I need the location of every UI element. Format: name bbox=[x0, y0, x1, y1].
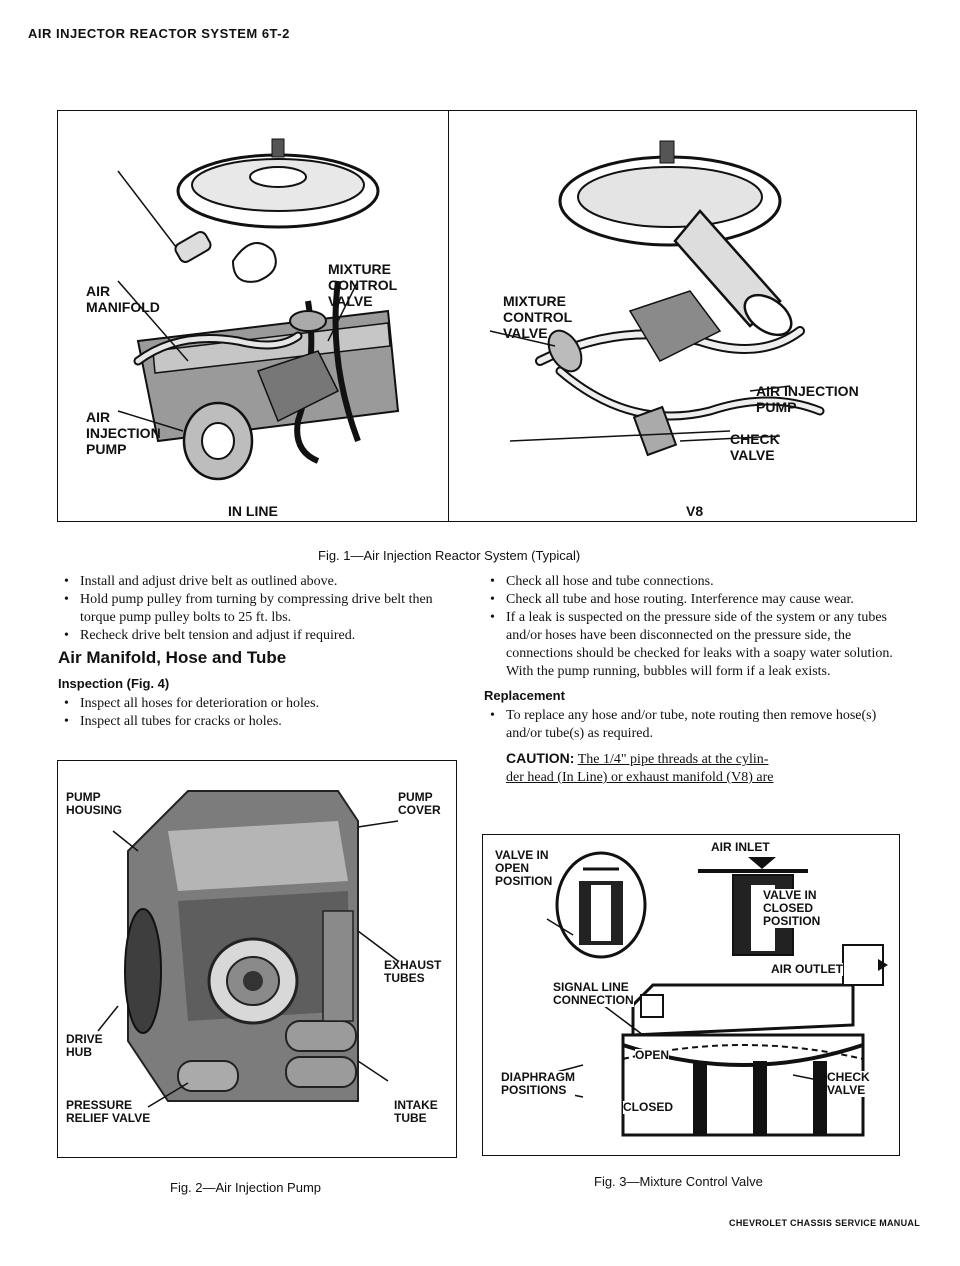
label-v8-air-injection-pump: AIR INJECTION PUMP bbox=[756, 383, 859, 415]
left-bullet-3: Recheck drive belt tension and adjust if… bbox=[58, 627, 456, 645]
label-valve-in-closed: VALVE IN CLOSED POSITION bbox=[763, 888, 821, 928]
caution-text-line-1: The 1/4" pipe threads at the cylin- bbox=[577, 752, 769, 767]
label-diaphragm-positions: DIAPHRAGM POSITIONS bbox=[501, 1070, 575, 1097]
subheading-replacement: Replacement bbox=[484, 688, 565, 703]
label-signal-line: SIGNAL LINE CONNECTION bbox=[553, 980, 634, 1007]
figure-1-divider bbox=[448, 111, 449, 521]
left-bullet-1: Install and adjust drive belt as outline… bbox=[58, 573, 456, 591]
figure-2-caption: Fig. 2—Air Injection Pump bbox=[170, 1180, 322, 1195]
label-valve-in-open: VALVE IN OPEN POSITION bbox=[495, 848, 553, 888]
footer-publisher: CHEVROLET CHASSIS SERVICE MANUAL bbox=[729, 1218, 920, 1228]
figure-1-frame: AIR MANIFOLD MIXTURE CONTROL VALVE AIR I… bbox=[57, 110, 917, 522]
label-pump-housing: PUMP HOUSING bbox=[66, 790, 123, 817]
label-air-outlet: AIR OUTLET bbox=[771, 962, 843, 976]
running-header: AIR INJECTOR REACTOR SYSTEM 6T-2 bbox=[28, 26, 290, 41]
label-pump-cover: PUMP COVER bbox=[398, 790, 441, 817]
inspection-bullet-1: Inspect all hoses for deterioration or h… bbox=[58, 695, 456, 713]
right-bullet-2: Check all tube and hose routing. Interfe… bbox=[484, 591, 898, 609]
label-inline-air-manifold: AIR MANIFOLD bbox=[86, 283, 160, 315]
label-v8-check-valve: CHECK VALVE bbox=[730, 431, 780, 463]
right-column: Check all hose and tube connections. Che… bbox=[484, 573, 898, 787]
figure-3-frame: VALVE IN OPEN POSITION AIR INLET VALVE I… bbox=[482, 834, 900, 1156]
label-closed: CLOSED bbox=[623, 1100, 674, 1114]
caution-label: CAUTION: bbox=[506, 750, 575, 766]
label-v8-mixture-control-valve: MIXTURE CONTROL VALVE bbox=[503, 293, 573, 341]
section-heading-air-manifold: Air Manifold, Hose and Tube bbox=[58, 648, 287, 667]
label-check-valve: CHECK VALVE bbox=[827, 1070, 870, 1097]
replacement-bullet-1: To replace any hose and/or tube, note ro… bbox=[484, 707, 898, 743]
figure-1-caption: Fig. 1—Air Injection Reactor System (Typ… bbox=[318, 548, 581, 563]
inline-engine-illustration bbox=[117, 138, 400, 481]
left-column: Install and adjust drive belt as outline… bbox=[58, 573, 456, 731]
inspection-bullet-2: Inspect all tubes for cracks or holes. bbox=[58, 713, 456, 731]
left-bullet-2: Hold pump pulley from turning by compres… bbox=[58, 591, 456, 627]
mixture-control-valve-diagram bbox=[546, 851, 888, 1137]
panel-label-inline: IN LINE bbox=[228, 503, 278, 519]
label-open: OPEN bbox=[635, 1048, 670, 1062]
label-drive-hub: DRIVE HUB bbox=[66, 1032, 103, 1059]
label-pressure-relief-valve: PRESSURE RELIEF VALVE bbox=[66, 1098, 151, 1125]
label-inline-mixture-control-valve: MIXTURE CONTROL VALVE bbox=[328, 261, 398, 309]
v8-engine-illustration bbox=[489, 140, 825, 457]
subheading-inspection: Inspection (Fig. 4) bbox=[58, 676, 170, 691]
right-bullet-3: If a leak is suspected on the pressure s… bbox=[484, 609, 898, 681]
right-bullet-1: Check all hose and tube connections. bbox=[484, 573, 898, 591]
panel-label-v8: V8 bbox=[686, 503, 704, 519]
caution-text-line-2: der head (In Line) or exhaust manifold (… bbox=[506, 770, 774, 785]
label-inline-air-injection-pump: AIR INJECTION PUMP bbox=[86, 409, 161, 457]
label-air-inlet: AIR INLET bbox=[711, 840, 770, 854]
figure-2-frame: PUMP HOUSING PUMP COVER EXHAUST TUBES DR… bbox=[57, 760, 457, 1158]
label-intake-tube: INTAKE TUBE bbox=[394, 1098, 438, 1125]
air-injection-pump-photo bbox=[58, 761, 456, 1157]
label-exhaust-tubes: EXHAUST TUBES bbox=[384, 958, 442, 985]
caution-note: CAUTION: The 1/4" pipe threads at the cy… bbox=[484, 749, 898, 787]
figure-3-caption: Fig. 3—Mixture Control Valve bbox=[594, 1174, 763, 1189]
